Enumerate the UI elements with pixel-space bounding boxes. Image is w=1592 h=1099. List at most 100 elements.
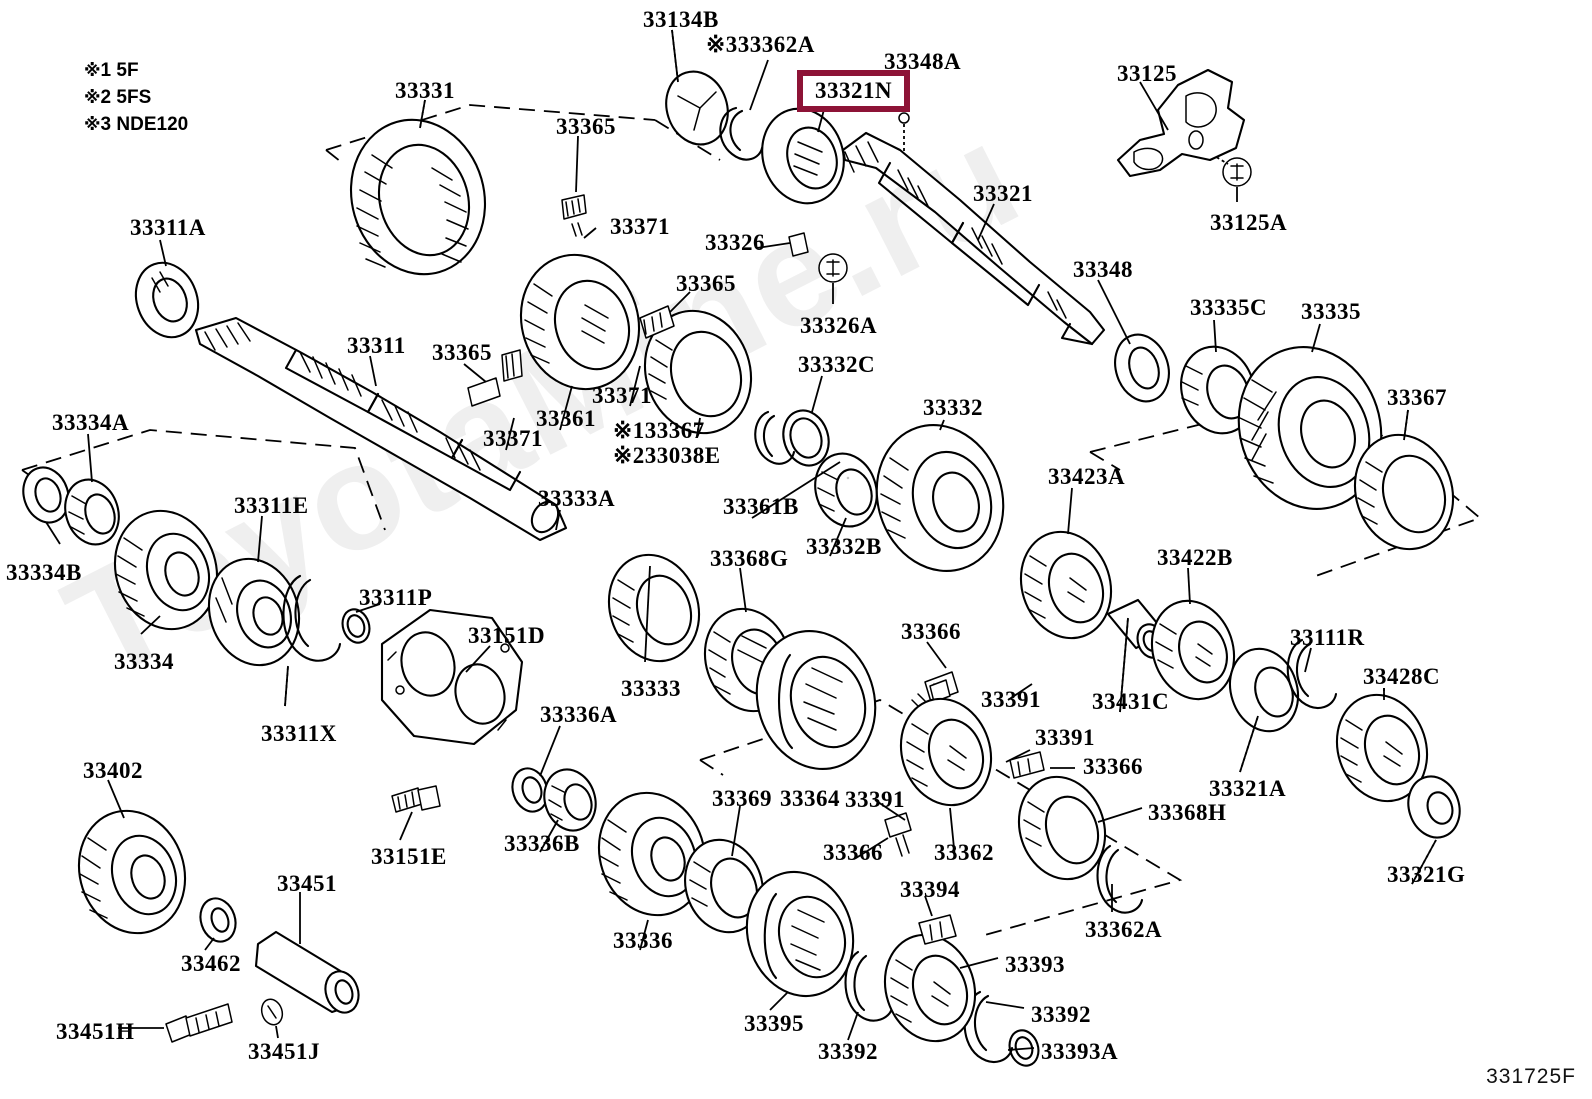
part-number-label-33366[interactable]: 33366 xyxy=(901,619,961,644)
part-number-label-33365[interactable]: 33365 xyxy=(432,340,492,365)
ring-33368H xyxy=(1017,775,1107,881)
part-number-label-33321N[interactable]: 33321N xyxy=(797,70,911,112)
part-number-label-33451H[interactable]: 33451H xyxy=(56,1019,135,1044)
part-number-label-33367[interactable]: 33367 xyxy=(1387,385,1447,410)
part-number-label-33321[interactable]: 33321 xyxy=(973,181,1033,206)
part-number-label-33336[interactable]: 33336 xyxy=(613,928,673,953)
part-number-label-33125A[interactable]: 33125A xyxy=(1210,210,1288,235)
part-number-label-33428C[interactable]: 33428C xyxy=(1363,664,1441,689)
part-number-label-33151E[interactable]: 33151E xyxy=(371,844,447,869)
part-number-label-133367[interactable]: ※133367 xyxy=(613,418,705,443)
part-number-label-33111R[interactable]: 33111R xyxy=(1290,625,1365,650)
part-number-label-33362A[interactable]: 33362A xyxy=(1085,917,1163,942)
bearing-33321G xyxy=(1407,775,1461,839)
part-number-label-33368H[interactable]: 33368H xyxy=(1148,800,1227,825)
part-number-label-33334[interactable]: 33334 xyxy=(114,649,174,674)
part-number-label-33348A[interactable]: 33348A xyxy=(884,49,962,74)
snapring-33362A-bottom xyxy=(1096,844,1144,914)
part-number-label-33451J[interactable]: 33451J xyxy=(248,1039,320,1064)
part-number-label-33362[interactable]: 33362 xyxy=(934,840,994,865)
cup-33134B xyxy=(665,70,729,146)
part-number-label-33336B[interactable]: 33336B xyxy=(504,831,580,856)
part-number-label-33311P[interactable]: 33311P xyxy=(359,585,433,610)
part-number-label-33334B[interactable]: 33334B xyxy=(6,560,82,585)
roller-33334A xyxy=(64,478,120,546)
part-number-label-33321A[interactable]: 33321A xyxy=(1209,776,1287,801)
part-number-label-33332[interactable]: 33332 xyxy=(923,395,983,420)
gear-33336 xyxy=(597,791,707,917)
part-number-label-33392[interactable]: 33392 xyxy=(818,1039,878,1064)
part-number-label-33431C[interactable]: 33431C xyxy=(1092,689,1170,714)
part-number-label-33125[interactable]: 33125 xyxy=(1117,61,1177,86)
part-number-label-33366[interactable]: 33366 xyxy=(1083,754,1143,779)
part-number-label-33365[interactable]: 33365 xyxy=(676,271,736,296)
part-number-label-33311A[interactable]: 33311A xyxy=(130,215,206,240)
part-number-label-33395[interactable]: 33395 xyxy=(744,1011,804,1036)
part-number-label-33326A[interactable]: 33326A xyxy=(800,313,878,338)
gear-33428C xyxy=(1335,693,1429,803)
part-number-label-33392[interactable]: 33392 xyxy=(1031,1002,1091,1027)
part-number-label-33369[interactable]: 33369 xyxy=(712,786,772,811)
part-number-label-33391[interactable]: 33391 xyxy=(1035,725,1095,750)
part-number-label-33151D[interactable]: 33151D xyxy=(468,623,546,648)
part-number-label-333362A[interactable]: ※333362A xyxy=(706,32,815,57)
spring-33366-a xyxy=(1009,751,1045,779)
part-number-label-33366[interactable]: 33366 xyxy=(823,840,883,865)
part-number-label-33393A[interactable]: 33393A xyxy=(1041,1039,1119,1064)
part-number-label-33393[interactable]: 33393 xyxy=(1005,952,1065,977)
synchro-33362 xyxy=(899,697,993,807)
part-number-label-33371[interactable]: 33371 xyxy=(610,214,670,239)
hub-33331 xyxy=(349,118,487,276)
part-number-label-33333[interactable]: 33333 xyxy=(621,676,681,701)
part-number-label-33368G[interactable]: 33368G xyxy=(710,546,789,571)
housing-33151D xyxy=(380,608,524,746)
legend-note-1: ※1 5F xyxy=(84,60,139,81)
part-number-label-33391[interactable]: 33391 xyxy=(981,687,1041,712)
part-number-label-33332C[interactable]: 33332C xyxy=(798,352,876,377)
clip-33326 xyxy=(788,232,809,257)
part-number-label-33371[interactable]: 33371 xyxy=(592,383,652,408)
part-number-label-33394[interactable]: 33394 xyxy=(900,877,960,902)
gear-33361 xyxy=(519,253,641,391)
legend-note-3: ※3 NDE120 xyxy=(84,113,189,135)
part-number-label-33451[interactable]: 33451 xyxy=(277,871,337,896)
part-number-label-33334A[interactable]: 33334A xyxy=(52,410,130,435)
snapring-33393A xyxy=(1008,1029,1040,1067)
diagram-footer-code: 331725F xyxy=(1486,1065,1576,1088)
part-number-label-33332B[interactable]: 33332B xyxy=(806,534,882,559)
part-number-label-33361[interactable]: 33361 xyxy=(536,406,596,431)
hub-33395 xyxy=(745,870,855,998)
legend-notes: ※1 5F ※2 5FS ※3 NDE120 xyxy=(84,58,188,139)
roller-33336B xyxy=(543,768,597,832)
snapring-33332C xyxy=(754,409,830,467)
part-number-label-33462[interactable]: 33462 xyxy=(181,951,241,976)
part-number-label-33336A[interactable]: 33336A xyxy=(540,702,618,727)
part-number-label-33326[interactable]: 33326 xyxy=(705,230,765,255)
part-number-label-33371[interactable]: 33371 xyxy=(483,426,543,451)
sleeve-33364 xyxy=(755,630,877,770)
part-number-label-33423A[interactable]: 33423A xyxy=(1048,464,1126,489)
part-number-label-33348[interactable]: 33348 xyxy=(1073,257,1133,282)
part-number-label-33335C[interactable]: 33335C xyxy=(1190,295,1268,320)
part-number-label-33311[interactable]: 33311 xyxy=(347,333,406,358)
part-number-label-33361B[interactable]: 33361B xyxy=(723,494,799,519)
part-number-label-33311E[interactable]: 33311E xyxy=(234,493,309,518)
part-number-label-33331[interactable]: 33331 xyxy=(395,78,455,103)
part-number-label-233038E[interactable]: ※233038E xyxy=(613,443,721,468)
input-shaft-33311 xyxy=(194,316,568,542)
spring-33366-b xyxy=(929,679,951,703)
part-number-label-33364[interactable]: 33364 xyxy=(780,786,840,811)
part-number-label-33311X[interactable]: 33311X xyxy=(261,721,337,746)
snapring-33311X xyxy=(282,574,342,662)
output-shaft-33321 xyxy=(841,131,1106,346)
part-number-label-33391[interactable]: 33391 xyxy=(845,787,905,812)
part-number-label-33365[interactable]: 33365 xyxy=(556,114,616,139)
part-number-label-33335[interactable]: 33335 xyxy=(1301,299,1361,324)
part-number-label-33422B[interactable]: 33422B xyxy=(1157,545,1233,570)
part-number-label-33402[interactable]: 33402 xyxy=(83,758,143,783)
part-number-label-33134B[interactable]: 33134B xyxy=(643,7,719,32)
part-number-label-33321G[interactable]: 33321G xyxy=(1387,862,1466,887)
gear-33335 xyxy=(1237,346,1383,510)
part-number-label-33333A[interactable]: 33333A xyxy=(538,486,616,511)
